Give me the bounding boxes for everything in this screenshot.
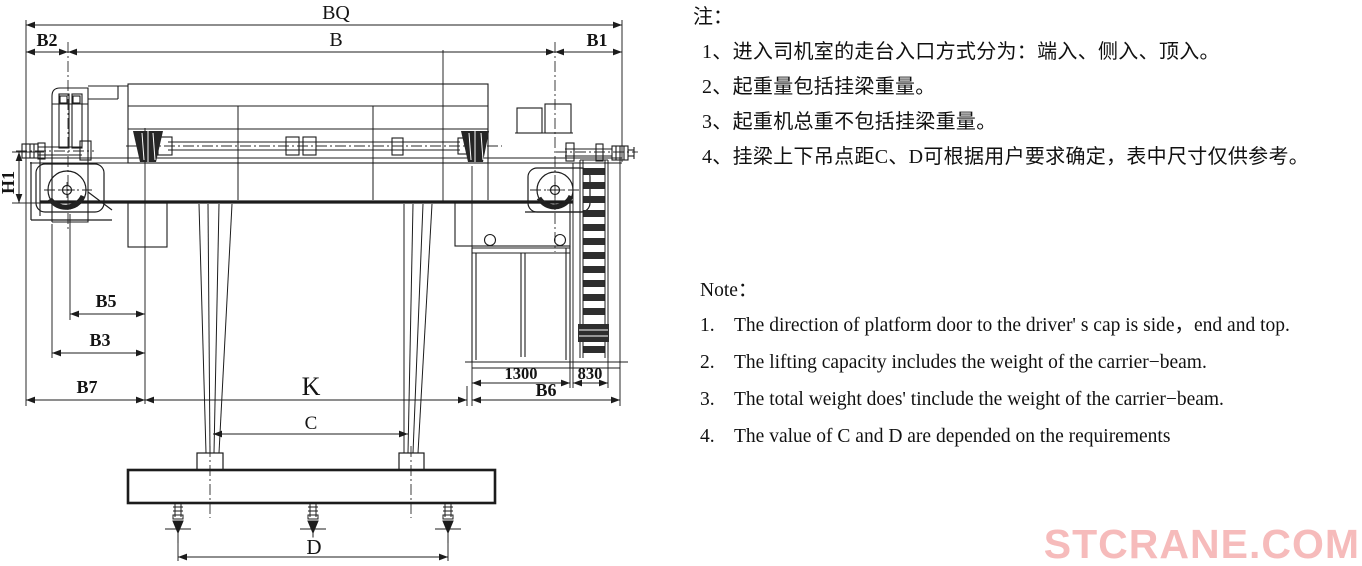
note-number: 1.: [700, 315, 715, 336]
note-text: The lifting capacity includes the weight…: [734, 352, 1207, 373]
crane-diagram: BQ B B2 B1 H1 B5 B3 B7 K B6 1300 830 C D: [0, 2, 638, 562]
driver-cab: [465, 246, 628, 369]
left-end-truck: [30, 162, 112, 221]
note-number: 3.: [700, 389, 715, 410]
dim-label-k: K: [302, 372, 321, 401]
dimension-lines: [15, 21, 622, 561]
notes-cn-item-2: 2、起重量包括挂梁重量。: [702, 76, 936, 98]
note-text: The direction of platform door to the dr…: [734, 315, 1290, 336]
trolley-motors: [515, 103, 573, 134]
notes-en-item-4: 4. The value of C and D are depended on …: [700, 426, 1362, 448]
note-number: 2.: [700, 352, 715, 373]
ladder-rungs: [578, 168, 609, 353]
hook-right: [435, 503, 461, 543]
dim-label-830: 830: [578, 364, 603, 383]
note-text: The total weight does' tinclude the weig…: [734, 389, 1224, 410]
notes-cn-item-1: 1、进入司机室的走台入口方式分为：端入、侧入、顶入。: [702, 41, 1220, 63]
under-girder-frame: [127, 202, 168, 248]
machinery-box: [454, 202, 571, 247]
notes-en-title: Note：: [700, 280, 758, 301]
trolley: [127, 83, 489, 164]
hoist-ropes: [198, 203, 433, 454]
dim-label-b2: B2: [36, 30, 57, 50]
notes-en-item-2: 2. The lifting capacity includes the wei…: [700, 352, 1362, 374]
carrier-beam: [126, 452, 497, 505]
dim-label-bq: BQ: [322, 2, 350, 24]
watermark: STCRANE.COM: [1043, 521, 1360, 566]
notes-english: Note： 1. The direction of platform door …: [700, 280, 1362, 463]
hook-center: [300, 503, 326, 543]
note-number: 4.: [700, 426, 715, 447]
dim-label-b: B: [329, 29, 342, 51]
notes-en-item-3: 3. The total weight does' tinclude the w…: [700, 389, 1362, 411]
dim-label-h1: H1: [0, 171, 18, 194]
dimension-labels: BQ B B2 B1 H1 B5 B3 B7 K B6 1300 830 C D: [0, 2, 608, 562]
left-buffer: [21, 140, 92, 161]
cab-ladder: [578, 159, 609, 358]
left-entry-column: [39, 85, 128, 223]
notes-en-item-1: 1. The direction of platform door to the…: [700, 315, 1362, 337]
dim-label-c: C: [305, 413, 318, 434]
dim-label-b1: B1: [586, 30, 607, 50]
dim-label-1300: 1300: [505, 364, 538, 383]
dim-label-b5: B5: [95, 291, 116, 311]
notes-cn-title: 注：: [693, 6, 733, 28]
hook-left: [165, 503, 191, 543]
hooks: [165, 503, 461, 543]
right-buffer: [565, 142, 635, 162]
dim-label-b7: B7: [76, 377, 97, 397]
rope-pulley-blocks: [133, 131, 489, 162]
note-text: The value of C and D are depended on the…: [734, 426, 1171, 447]
notes-cn-item-3: 3、起重机总重不包括挂梁重量。: [702, 111, 997, 133]
notes-cn-item-4: 4、挂梁上下吊点距C、D可根据用户要求确定，表中尺寸仅供参考。: [702, 146, 1310, 168]
notes-chinese: 注： 1、进入司机室的走台入口方式分为：端入、侧入、顶入。 2、起重量包括挂梁重…: [693, 6, 1361, 181]
dim-label-b6: B6: [535, 380, 556, 400]
dim-label-b3: B3: [89, 330, 110, 350]
dim-label-d: D: [306, 535, 321, 559]
